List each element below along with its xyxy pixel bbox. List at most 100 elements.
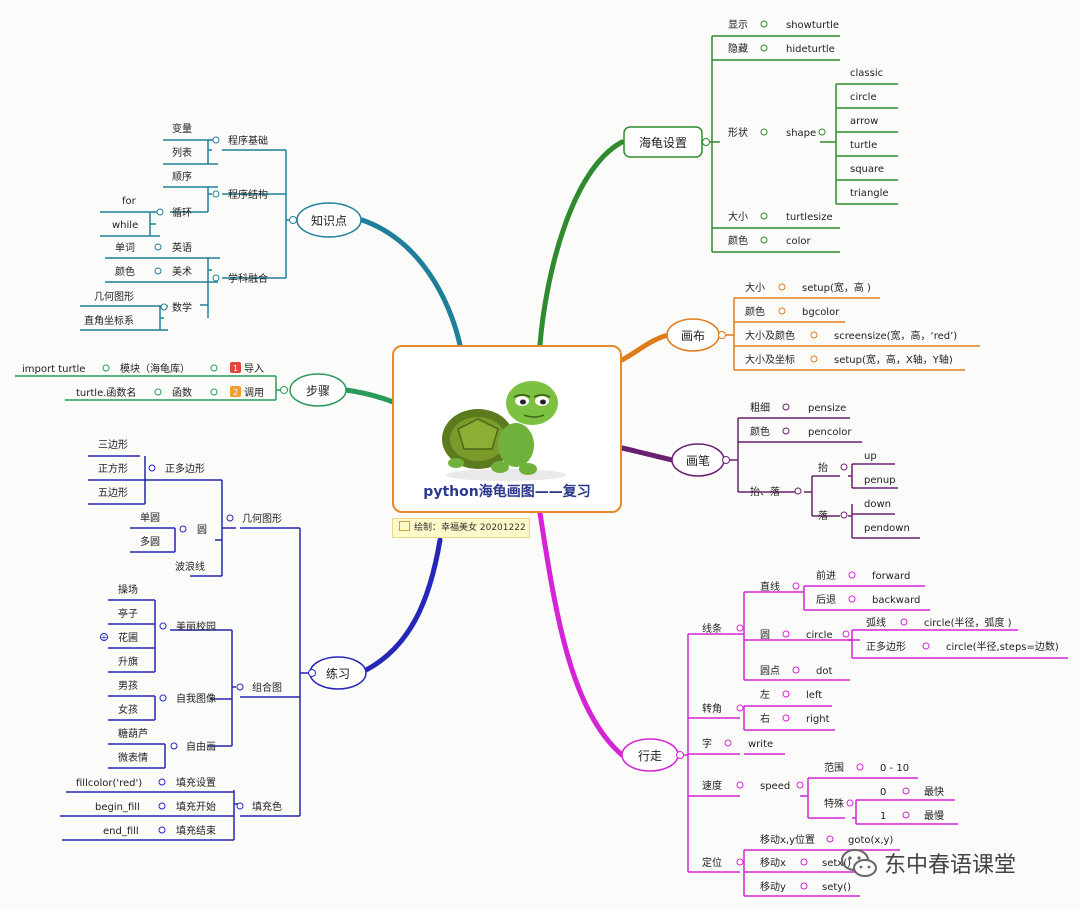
hideturtle-code-node: hideturtle [786, 44, 835, 55]
fastest-node: 最快 [924, 786, 944, 798]
speed-code-node: speed [760, 781, 790, 792]
canvas-size-color-node: 大小及颜色 [745, 329, 795, 342]
pentagon-node: 五边形 [98, 487, 128, 499]
screensize-code-node: screensize(宽，高，‘red’) [834, 329, 957, 342]
color-node: 颜色 [115, 265, 135, 278]
main-branches [343, 139, 675, 758]
backward-node: 后退 [816, 594, 836, 606]
structure-node: 程序结构 [228, 188, 268, 201]
center-title: python海龟画图——复习 [423, 484, 591, 500]
fill-end-node: 填充结束 [176, 824, 216, 837]
begin-fill-code-node: begin_fill [95, 802, 140, 813]
fill-start-node: 填充开始 [176, 800, 216, 813]
sequence-node: 顺序 [172, 170, 192, 183]
walk-circle-node: 圆 [760, 629, 770, 641]
art-node: 美术 [172, 265, 192, 278]
free-draw-node: 自由画 [186, 740, 216, 753]
steps-label: 步骤 [306, 384, 330, 398]
fusion-node: 学科融合 [228, 272, 268, 285]
shape-node: 形状 [728, 126, 748, 139]
walk-text: 行走 线条 直线 前进 forward 后退 backward 圆 circle… [621, 569, 1059, 893]
pendown-code-node: pendown [864, 523, 910, 534]
shape-classic: classic [850, 68, 883, 79]
author-note-text: 绘制：幸福美女 20201222 [414, 523, 526, 533]
shape-turtle: turtle [850, 140, 877, 151]
practice-branch [60, 455, 312, 841]
setx-code-node: setx() [822, 858, 851, 869]
right-code-node: right [806, 714, 830, 725]
knowledge-text: 知识点 程序基础 变量 列表 程序结构 顺序 循环 for while 学科融合… [84, 122, 362, 327]
straight-node: 直线 [760, 580, 780, 593]
slowest-node: 最慢 [924, 810, 944, 822]
forward-code-node: forward [872, 571, 910, 582]
fill-node: 填充色 [252, 800, 282, 813]
canvas-label: 画布 [681, 329, 705, 343]
lines-node: 线条 [702, 622, 722, 635]
show-node: 显示 [728, 19, 748, 31]
math-node: 数学 [172, 301, 192, 314]
knowledge-label: 知识点 [311, 214, 347, 228]
word-node: 单词 [115, 242, 135, 254]
pen-down-node: 落 [818, 510, 828, 522]
pen-up-node: 抬 [818, 461, 828, 474]
hide-node: 隐藏 [728, 43, 748, 55]
pencolor-code-node: pencolor [808, 427, 852, 438]
move-xy-node: 移动x,y位置 [760, 833, 815, 846]
pavilion-node: 亭子 [118, 607, 138, 620]
goto-code-node: goto(x,y) [848, 835, 893, 846]
color-code-node: color [786, 236, 812, 247]
practice-text: 练习 几何图形 正多边形 三边形 正方形 五边形 圆 单圆 多圆 波浪线 组合图… [76, 439, 367, 837]
english-node: 英语 [172, 241, 192, 254]
fill-set-node: 填充设置 [176, 776, 216, 789]
forward-node: 前进 [816, 569, 836, 582]
right-node: 右 [760, 712, 770, 725]
setup-xy-code-node: setup(宽，高，X轴，Y轴) [834, 353, 953, 366]
backward-code-node: backward [872, 595, 920, 606]
down-code-node: down [864, 499, 891, 510]
pensize-code-node: pensize [808, 403, 846, 414]
author-note: 绘制：幸福美女 20201222 [392, 518, 530, 538]
shape-code-node: shape [786, 128, 816, 139]
wave-node: 波浪线 [175, 560, 205, 573]
call-code-node: turtle.函数名 [76, 386, 136, 399]
square-node: 正方形 [98, 462, 128, 475]
turtle-settings-label: 海龟设置 [639, 135, 687, 150]
penup-code-node: penup [864, 475, 896, 486]
combo-node: 组合图 [252, 681, 282, 694]
campus-node: 美丽校园 [176, 620, 216, 633]
arc-code-node: circle(半径，弧度 ) [924, 616, 1012, 629]
circle-code-node: circle [806, 630, 833, 641]
turtle-illustration [442, 381, 566, 481]
gourd-node: 糖葫芦 [118, 727, 148, 740]
end-fill-code-node: end_fill [103, 826, 139, 837]
pen-text: 画笔 粗细 pensize 颜色 pencolor 抬、落 抬 up penup… [671, 401, 910, 534]
move-y-node: 移动y [760, 880, 786, 893]
triangle-node: 三边形 [98, 439, 128, 451]
position-node: 定位 [702, 856, 722, 869]
center-topic[interactable]: python海龟画图——复习 [392, 345, 622, 513]
boy-node: 男孩 [118, 679, 138, 692]
function-node: 函数 [172, 386, 192, 399]
import-code-node: import turtle [22, 364, 85, 375]
text-node: 字 [702, 737, 712, 750]
fastest-value-node: 0 [880, 787, 886, 798]
module-node: 模块（海龟库） [120, 362, 190, 375]
shape-square: square [850, 164, 884, 175]
pen-label: 画笔 [686, 453, 710, 468]
canvas-size-coord-node: 大小及坐标 [745, 353, 795, 366]
call-num-badge: 2 [233, 388, 238, 397]
shape-arrow: arrow [850, 116, 878, 127]
walk-branch [678, 585, 1068, 897]
turn-node: 转角 [702, 702, 722, 715]
turtle-size-node: 大小 [728, 210, 748, 223]
setup-code-node: setup(宽，高 ) [802, 281, 871, 294]
practice-label: 练习 [326, 666, 350, 681]
call-node: 调用 [244, 387, 264, 399]
left-code-node: left [806, 690, 822, 701]
canvas-color-node: 颜色 [745, 305, 765, 318]
slowest-value-node: 1 [880, 811, 886, 822]
pen-branch [724, 417, 920, 539]
expand-plus-icon[interactable]: + [101, 633, 108, 642]
canvas-text: 画布 大小 setup(宽，高 ) 颜色 bgcolor 大小及颜色 scree… [666, 281, 957, 366]
